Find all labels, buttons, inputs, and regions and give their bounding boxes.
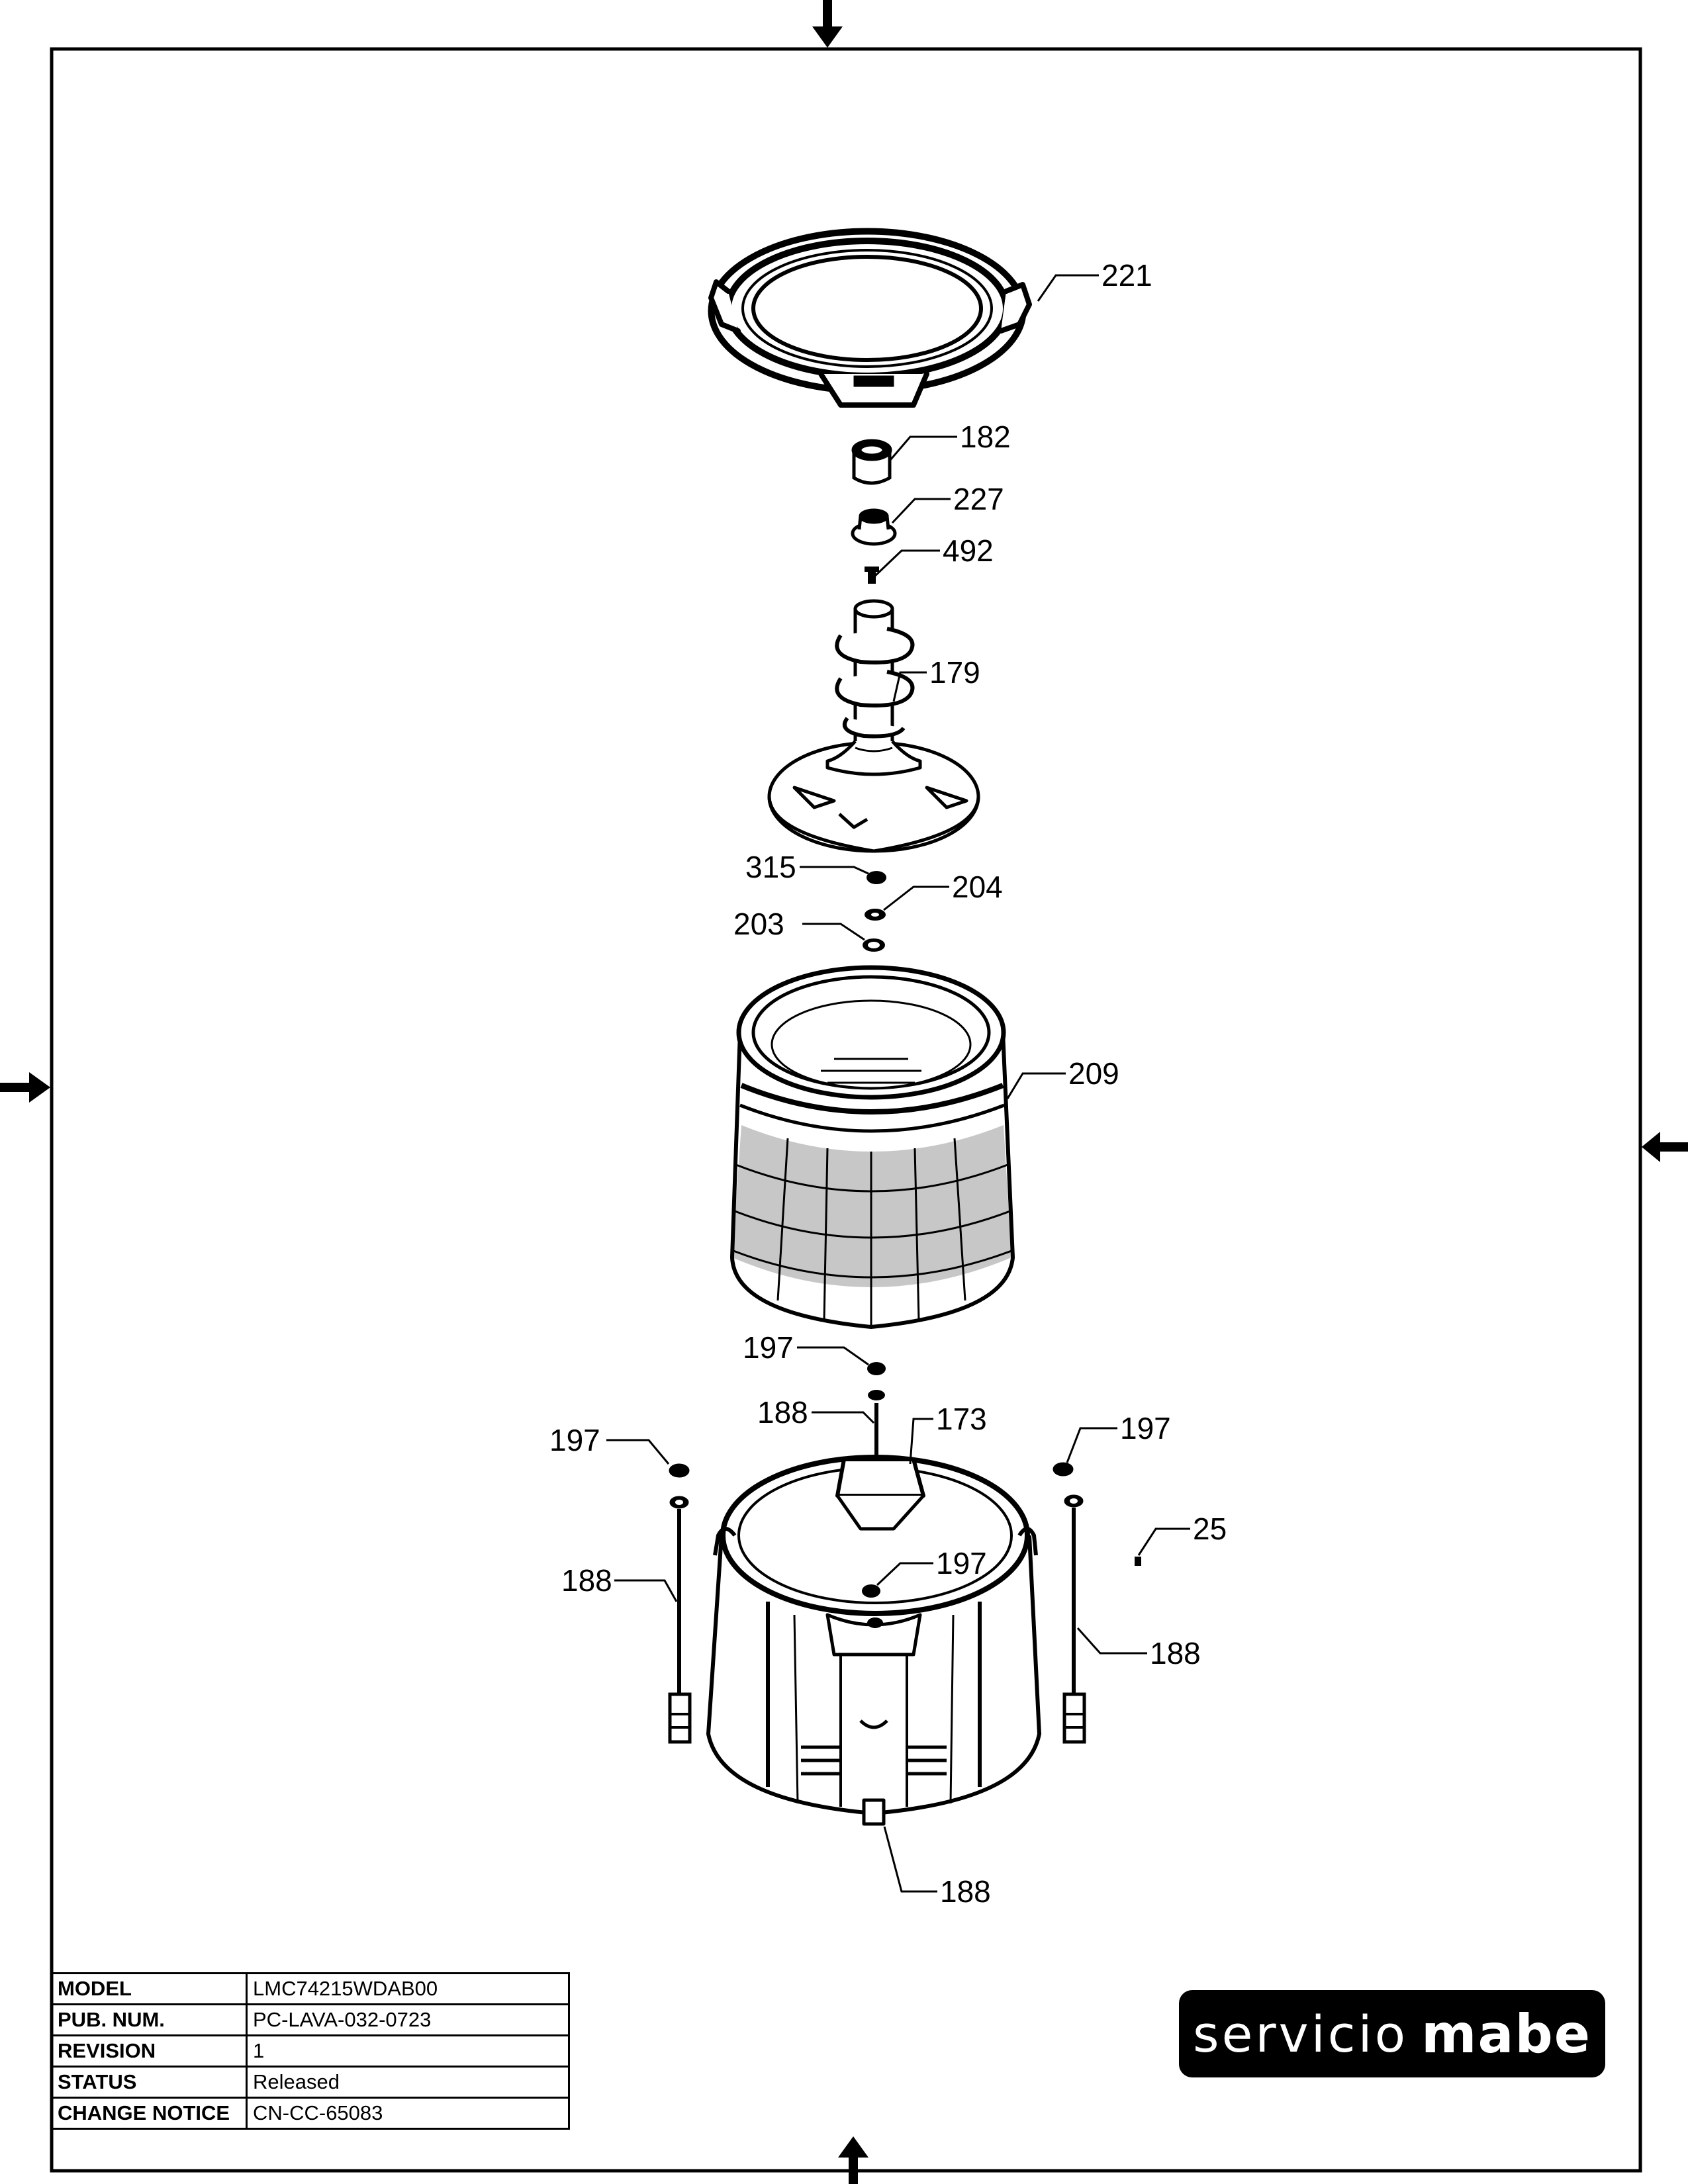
title-row-status: STATUS Released [50, 2066, 570, 2099]
callout-188-right: 188 [1150, 1636, 1201, 1670]
pub-num-label: PUB. NUM. [50, 2003, 248, 2036]
callout-173: 173 [936, 1402, 987, 1436]
servicio-mabe-logo: servicio mabe [1179, 1990, 1605, 2077]
pub-num-value: PC-LAVA-032-0723 [246, 2003, 570, 2036]
part-227-seal [851, 508, 897, 546]
leader-204 [883, 886, 949, 911]
leader-315 [800, 866, 869, 875]
callout-188-left: 188 [561, 1563, 612, 1598]
callout-197-right: 197 [1120, 1411, 1171, 1445]
arrow-left-icon [0, 1072, 50, 1103]
part-197-center [862, 1584, 883, 1628]
part-188-right-rod [1053, 1462, 1086, 1744]
leader-188-top [812, 1411, 875, 1424]
callout-203: 203 [733, 907, 784, 941]
callout-315: 315 [745, 850, 796, 884]
callout-209: 209 [1068, 1056, 1119, 1091]
leader-221 [1037, 274, 1099, 302]
change-notice-label: CHANGE NOTICE [50, 2097, 248, 2130]
part-179-agitator [767, 599, 980, 853]
part-188-top-rod [868, 1390, 885, 1456]
model-label: MODEL [50, 1972, 248, 2005]
callout-197-top: 197 [743, 1330, 794, 1365]
callout-182: 182 [960, 420, 1011, 454]
brand-servicio-text: servicio [1193, 2004, 1409, 2064]
leader-203 [802, 923, 865, 941]
part-188-left-rod [668, 1463, 692, 1744]
status-value: Released [246, 2066, 570, 2099]
model-value: LMC74215WDAB00 [246, 1972, 570, 2005]
leader-179 [892, 671, 927, 702]
leader-25 [1137, 1527, 1190, 1556]
leader-197-top [797, 1346, 869, 1366]
revision-value: 1 [246, 2034, 570, 2068]
callout-25: 25 [1193, 1512, 1227, 1546]
part-221-balance-ring [708, 228, 1032, 408]
leader-227 [891, 498, 951, 524]
status-label: STATUS [50, 2066, 248, 2099]
part-315-nut [867, 871, 886, 884]
change-notice-value: CN-CC-65083 [246, 2097, 570, 2130]
arrow-right-icon [1642, 1132, 1688, 1162]
callout-492: 492 [943, 533, 994, 568]
leader-197-left [606, 1439, 670, 1465]
sheet-border [50, 47, 1642, 2173]
leader-492 [872, 549, 940, 578]
callout-221: 221 [1102, 258, 1152, 293]
callout-188-top: 188 [757, 1395, 808, 1430]
title-row-pub-num: PUB. NUM. PC-LAVA-032-0723 [50, 2003, 570, 2036]
title-row-revision: REVISION 1 [50, 2034, 570, 2068]
part-203-washer [863, 938, 885, 952]
part-204-washer [865, 909, 886, 921]
leader-197-center [876, 1562, 933, 1586]
leader-197-right [1066, 1427, 1117, 1463]
arrow-top-icon [812, 0, 843, 48]
revision-label: REVISION [50, 2034, 248, 2068]
part-197-top [867, 1362, 886, 1375]
part-182-bushing [851, 439, 892, 485]
title-row-change-notice: CHANGE NOTICE CN-CC-65083 [50, 2097, 570, 2130]
callout-197-center: 197 [936, 1546, 987, 1580]
leader-209 [1006, 1072, 1066, 1099]
leader-182 [889, 435, 957, 461]
leader-188-right [1076, 1627, 1147, 1655]
leader-lines [606, 274, 1190, 1893]
part-492-screw [865, 567, 879, 584]
callout-204: 204 [952, 870, 1003, 904]
callout-227: 227 [953, 482, 1004, 516]
brand-mabe-text: mabe [1421, 2003, 1591, 2065]
leader-173 [909, 1418, 933, 1465]
part-173-outer-tub [706, 1455, 1041, 1826]
part-25-screw [1135, 1557, 1141, 1566]
title-row-model: MODEL LMC74215WDAB00 [50, 1972, 570, 2005]
callout-197-left: 197 [549, 1423, 600, 1457]
leader-188-left [614, 1579, 678, 1602]
arrow-bottom-icon [838, 2136, 868, 2184]
title-block: MODEL LMC74215WDAB00 PUB. NUM. PC-LAVA-0… [50, 1972, 570, 2130]
callout-188-bottom: 188 [940, 1874, 991, 1909]
callout-179: 179 [929, 655, 980, 690]
part-209-basket [730, 965, 1015, 1329]
leader-188-bottom [883, 1826, 937, 1893]
callout-labels: 221 182 227 492 179 315 204 203 209 197 … [549, 258, 1227, 1909]
